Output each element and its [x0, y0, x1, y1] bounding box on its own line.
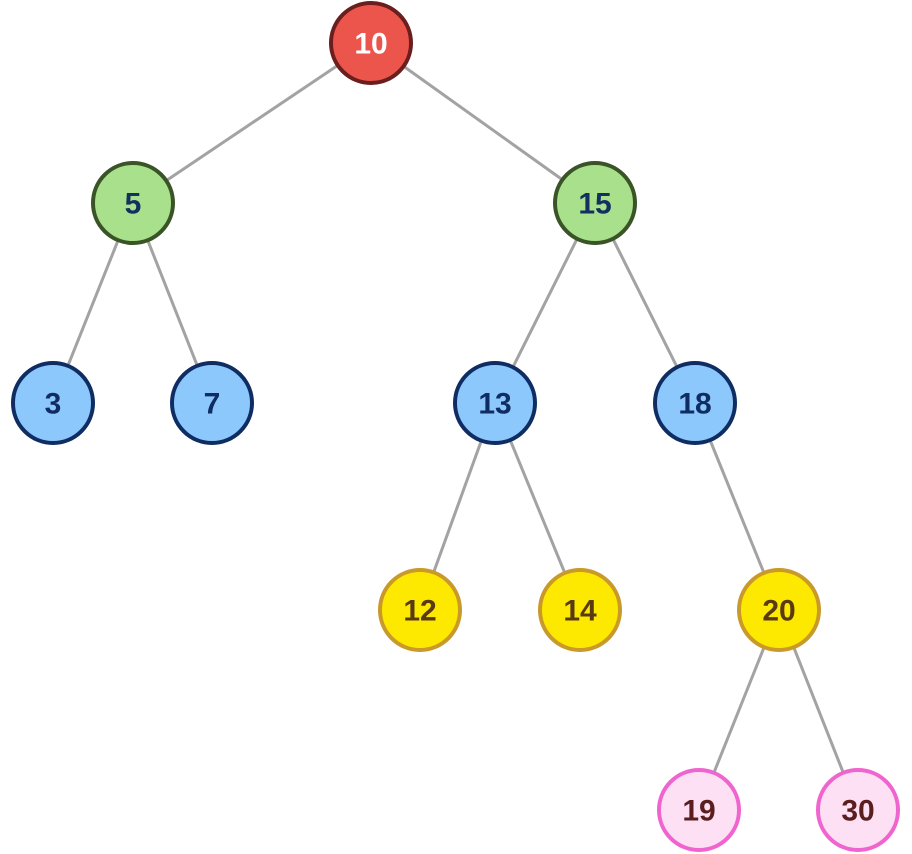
- node-circle: [329, 1, 413, 85]
- node-circle: [378, 568, 462, 652]
- tree-node: 14: [538, 568, 622, 652]
- node-label: 5: [125, 188, 142, 221]
- tree-node: 7: [170, 361, 254, 445]
- node-label: 20: [762, 595, 795, 628]
- tree-node: 30: [816, 768, 900, 852]
- node-circle: [653, 361, 737, 445]
- tree-node: 18: [653, 361, 737, 445]
- node-label: 3: [45, 388, 62, 421]
- node-label: 15: [578, 188, 611, 221]
- tree-node: 15: [553, 161, 637, 245]
- tree-nodes: 10 5 15 3 7 13 18 12 14 20 19 30: [11, 1, 900, 852]
- tree-node: 3: [11, 361, 95, 445]
- tree-node: 20: [737, 568, 821, 652]
- node-circle: [657, 768, 741, 852]
- node-label: 10: [354, 28, 387, 61]
- node-label: 18: [678, 388, 711, 421]
- tree-node: 19: [657, 768, 741, 852]
- node-circle: [737, 568, 821, 652]
- tree-node: 10: [329, 1, 413, 85]
- tree-node: 12: [378, 568, 462, 652]
- node-circle: [816, 768, 900, 852]
- node-label: 19: [682, 795, 715, 828]
- node-circle: [553, 161, 637, 245]
- node-circle: [11, 361, 95, 445]
- node-label: 14: [563, 595, 597, 628]
- node-label: 7: [204, 388, 221, 421]
- node-circle: [453, 361, 537, 445]
- tree-edge: [369, 41, 597, 205]
- tree-edges: [51, 41, 860, 812]
- tree-node: 13: [453, 361, 537, 445]
- node-label: 13: [478, 388, 511, 421]
- node-label: 12: [403, 595, 436, 628]
- tree-node: 5: [91, 161, 175, 245]
- node-circle: [170, 361, 254, 445]
- node-circle: [538, 568, 622, 652]
- node-circle: [91, 161, 175, 245]
- tree-edge: [131, 41, 373, 205]
- node-label: 30: [841, 795, 874, 828]
